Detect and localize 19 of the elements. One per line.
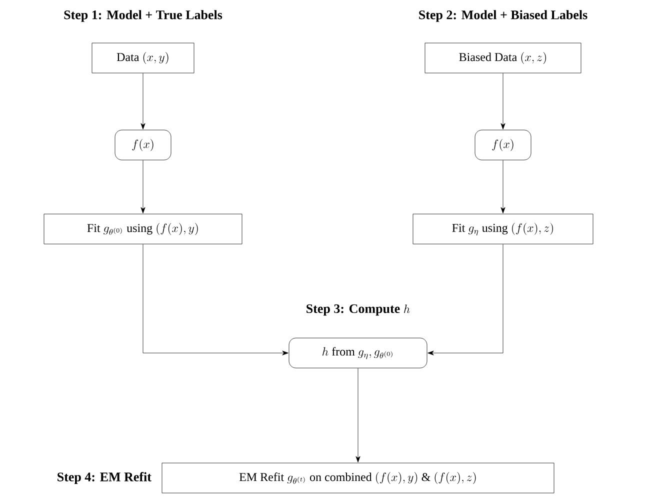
step-heading: $\textbf{Step 3: Compute } h$: [306, 304, 410, 316]
rounded-box: $f(x)$: [114, 130, 172, 160]
rounded-box: $h \text{ from } g_{\eta}, g_{\theta^{(0)}}$: [288, 338, 428, 368]
step-heading: Step 1: Model + True Labels: [64, 10, 222, 22]
arrow: [356, 368, 360, 462]
arrow: [500, 73, 506, 130]
arrow: [500, 160, 506, 214]
step-heading: Step 4: EM Refit: [58, 472, 152, 484]
step-heading: Step 2: Model + Biased Labels: [419, 10, 588, 22]
rounded-box: $f(x)$: [474, 130, 532, 160]
arrow: [140, 73, 146, 130]
process-box: $\text{EM Refit } g_{\theta^{(t)}} \text{ on combined } (f(x), y) \text{ \& } (f(x), z)$: [162, 462, 554, 494]
process-box: $\text{Fit } g_{\theta^{(0)}} \text{ using } (f(x), y)$: [44, 214, 242, 244]
process-box: $\text{Biased Data } (x, z)$: [424, 42, 582, 74]
arrow: [428, 244, 504, 356]
process-box: $\text{Fit } g_{\eta} \text{ using } (f(x), z)$: [412, 214, 594, 244]
arrow: [140, 160, 146, 214]
process-box: $\text{Data } (x, y)$: [92, 42, 194, 74]
arrow: [142, 244, 288, 356]
